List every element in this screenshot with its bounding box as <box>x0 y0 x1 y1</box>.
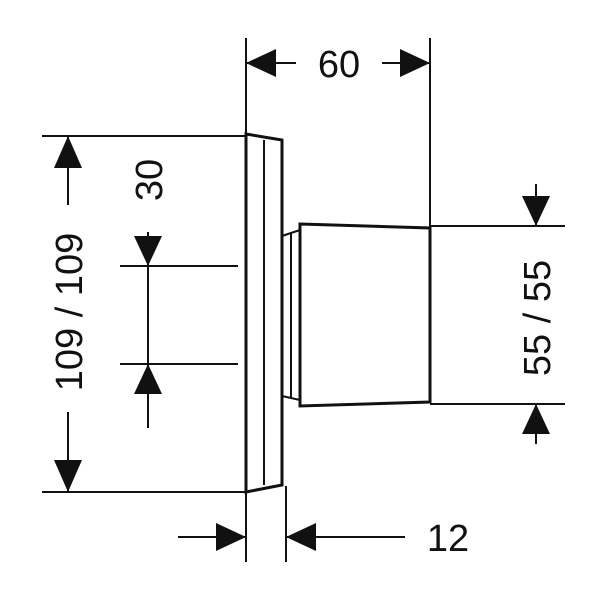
arrow-bottom-right <box>286 523 316 551</box>
arrow-left-top <box>54 136 82 168</box>
dim-label-width: 60 <box>318 44 360 86</box>
arrow-offset-top <box>134 236 162 266</box>
arrow-offset-bottom <box>134 364 162 394</box>
arrow-left-bottom <box>54 460 82 492</box>
wall-plate-outline <box>244 132 284 494</box>
arrow-right-bottom <box>522 404 550 434</box>
dim-label-overall-height: 109 / 109 <box>49 233 91 391</box>
arrow-top-left <box>246 49 276 77</box>
dim-label-offset: 30 <box>129 159 171 201</box>
dim-label-depth: 12 <box>427 518 469 560</box>
dim-label-handle-height: 55 / 55 <box>517 260 559 376</box>
handle-body-outline <box>298 222 432 408</box>
arrow-top-right <box>400 49 430 77</box>
arrow-right-top <box>522 196 550 226</box>
arrow-bottom-left <box>216 523 246 551</box>
